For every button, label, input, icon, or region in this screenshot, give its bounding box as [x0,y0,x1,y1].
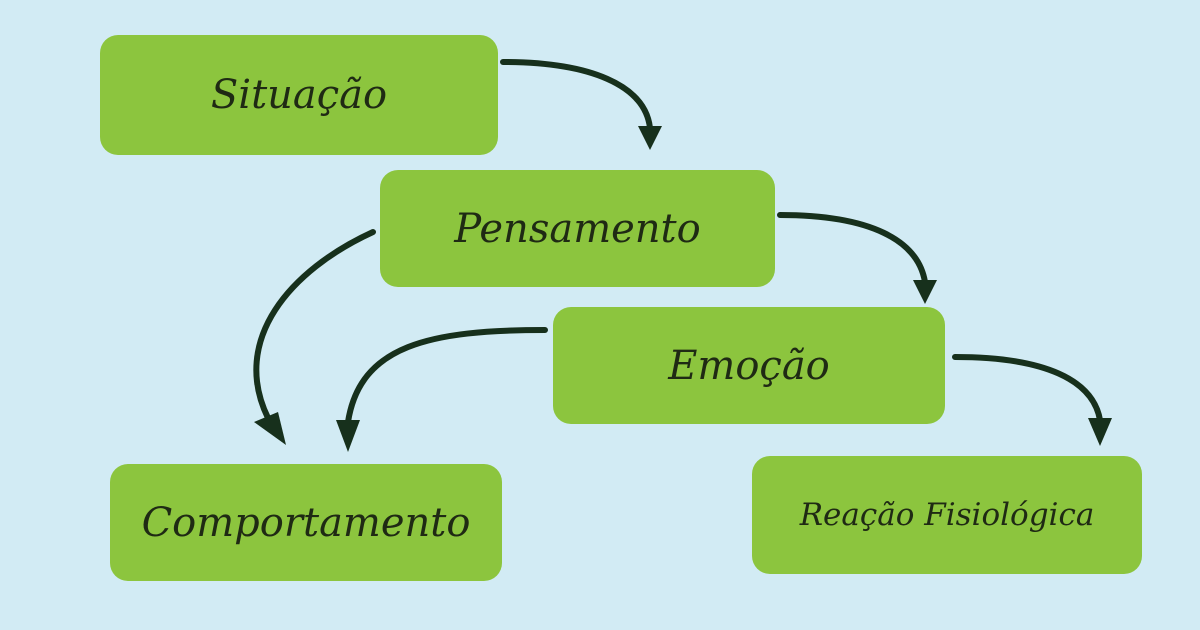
arrow-situacao-pensamento [500,59,653,131]
arrow-head-situacao-pensamento [638,126,662,150]
node-label-pensamento: Pensamento [454,205,701,252]
arrow-head-pensamento-emocao [913,280,937,304]
arrow-emocao-comportamento [345,327,548,425]
node-label-emocao: Emoção [668,342,830,389]
node-situacao: Situação [100,35,498,155]
arrow-pensamento-comportamento [253,229,376,421]
node-label-reacao-fisiologica: Reação Fisiológica [799,497,1095,533]
node-emocao: Emoção [553,307,945,424]
node-label-comportamento: Comportamento [141,499,471,546]
arrow-emocao-reacao [952,354,1103,423]
arrow-pensamento-emocao [777,212,928,285]
arrow-head-emocao-comportamento [336,420,360,452]
arrow-head-pensamento-comportamento [254,412,286,445]
node-comportamento: Comportamento [110,464,502,581]
arrow-head-emocao-reacao [1088,418,1112,446]
node-pensamento: Pensamento [380,170,775,287]
node-reacao-fisiologica: Reação Fisiológica [752,456,1142,574]
node-label-situacao: Situação [210,72,388,118]
